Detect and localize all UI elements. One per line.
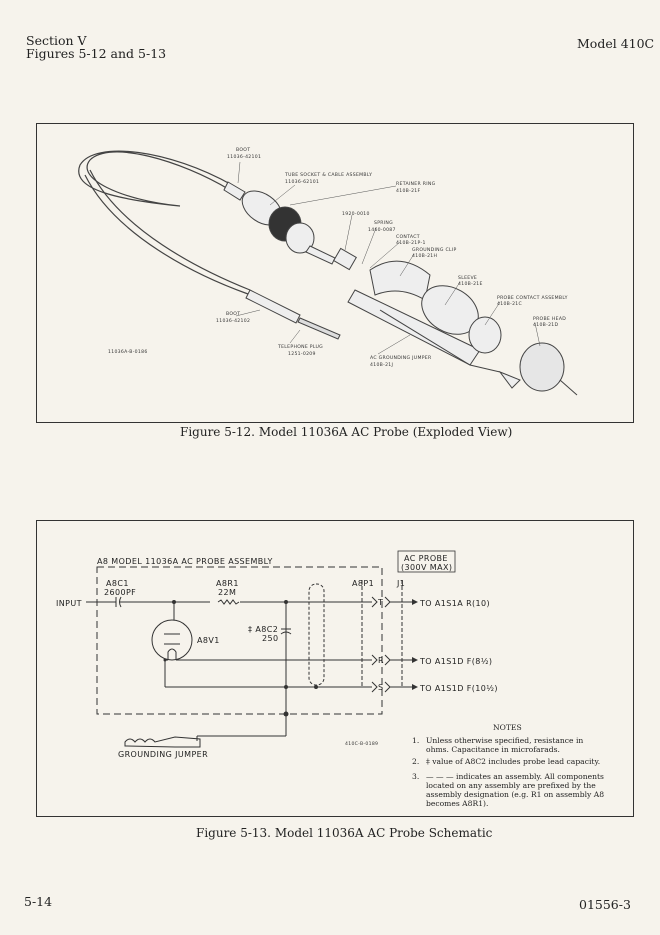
note-2: ‡ value of A8C2 includes probe lead capa… — [426, 757, 601, 766]
label-jumper-pn: 410B-21J — [370, 362, 393, 368]
figure-12-frame — [36, 123, 634, 423]
note-3: — — — indicates an assembly. All compone… — [426, 772, 605, 808]
assembly-title: A8 MODEL 11036A AC PROBE ASSEMBLY — [97, 557, 273, 566]
note-2-num: 2. — [412, 757, 420, 766]
output-s: TO A1S1D F(10½) — [419, 684, 498, 693]
label-head-pn: 410B-21D — [533, 322, 559, 328]
probe-box-line2: (300V MAX) — [401, 563, 452, 572]
label-boot1-pn: 11036-42101 — [227, 154, 261, 160]
section-label: Section V — [26, 33, 87, 48]
label-pca: PROBE CONTACT ASSEMBLY — [497, 295, 568, 301]
probe-box-line1: AC PROBE — [404, 554, 448, 563]
label-tube-socket-pn: 11036-62101 — [285, 179, 319, 185]
label-clip-pn: 410B-21H — [412, 253, 437, 259]
figure-13-frame — [36, 520, 634, 817]
j1-label: J1 — [396, 579, 405, 588]
label-plug-pn: 1251-0209 — [288, 351, 316, 357]
drawing-id-13: 410C-B-0189 — [345, 741, 378, 747]
c1-value: 2600PF — [104, 588, 136, 597]
note-1: Unless otherwise specified, resistance i… — [426, 736, 584, 754]
c2-label: ‡ A8C2 — [248, 625, 278, 634]
pin-r: R — [378, 656, 384, 665]
label-boot2-pn: 11036-42102 — [216, 318, 250, 324]
notes-title: NOTES — [493, 723, 522, 732]
figure-13-caption: Figure 5-13. Model 11036A AC Probe Schem… — [196, 826, 493, 840]
label-boot1: BOOT — [236, 147, 250, 153]
r1-value: 22M — [218, 588, 236, 597]
note-3-num: 3. — [412, 772, 420, 781]
r1-label: A8R1 — [216, 579, 239, 588]
label-retainer: RETAINER RING — [396, 181, 436, 187]
c2-value: 250 — [262, 634, 278, 643]
p1-label: A8P1 — [352, 579, 374, 588]
label-tube-socket: TUBE SOCKET & CABLE ASSEMBLY — [284, 172, 372, 178]
label-sleeve-pn: 410B-21E — [458, 281, 483, 287]
label-boot2: BOOT — [226, 311, 240, 317]
drawing-id-12: 11036A-B-0186 — [108, 349, 148, 355]
label-1920: 1920-0010 — [342, 211, 370, 217]
label-contact-pn: 410B-21P-1 — [396, 240, 426, 246]
grounding-jumper-label: GROUNDING JUMPER — [118, 750, 208, 759]
pin-t: T — [377, 598, 383, 607]
output-t: TO A1S1A R(10) — [419, 599, 490, 608]
figures-label: Figures 5-12 and 5-13 — [26, 46, 167, 61]
label-retainer-pn: 410B-21F — [396, 188, 421, 194]
output-r: TO A1S1D F(8½) — [419, 657, 492, 666]
label-contact: CONTACT — [396, 234, 420, 240]
model-label: Model 410C — [577, 36, 655, 51]
label-clip: GROUNDING CLIP — [412, 247, 457, 253]
page-number: 5-14 — [24, 894, 53, 909]
document-number: 01556-3 — [579, 897, 631, 912]
figure-12-caption: Figure 5-12. Model 11036A AC Probe (Expl… — [180, 425, 513, 439]
v1-label: A8V1 — [197, 636, 220, 645]
label-spring-pn: 1460-0087 — [368, 227, 396, 233]
label-head: PROBE HEAD — [533, 316, 566, 322]
c1-label: A8C1 — [106, 579, 129, 588]
label-spring: SPRING — [374, 220, 393, 226]
note-1-num: 1. — [412, 736, 420, 745]
label-jumper: AC GROUNDING JUMPER — [370, 355, 432, 361]
label-sleeve: SLEEVE — [458, 275, 477, 281]
label-pca-pn: 410B-21C — [497, 301, 522, 307]
pin-s: S — [378, 683, 383, 692]
input-label: INPUT — [56, 599, 82, 608]
label-plug: TELEPHONE PLUG — [277, 344, 323, 350]
